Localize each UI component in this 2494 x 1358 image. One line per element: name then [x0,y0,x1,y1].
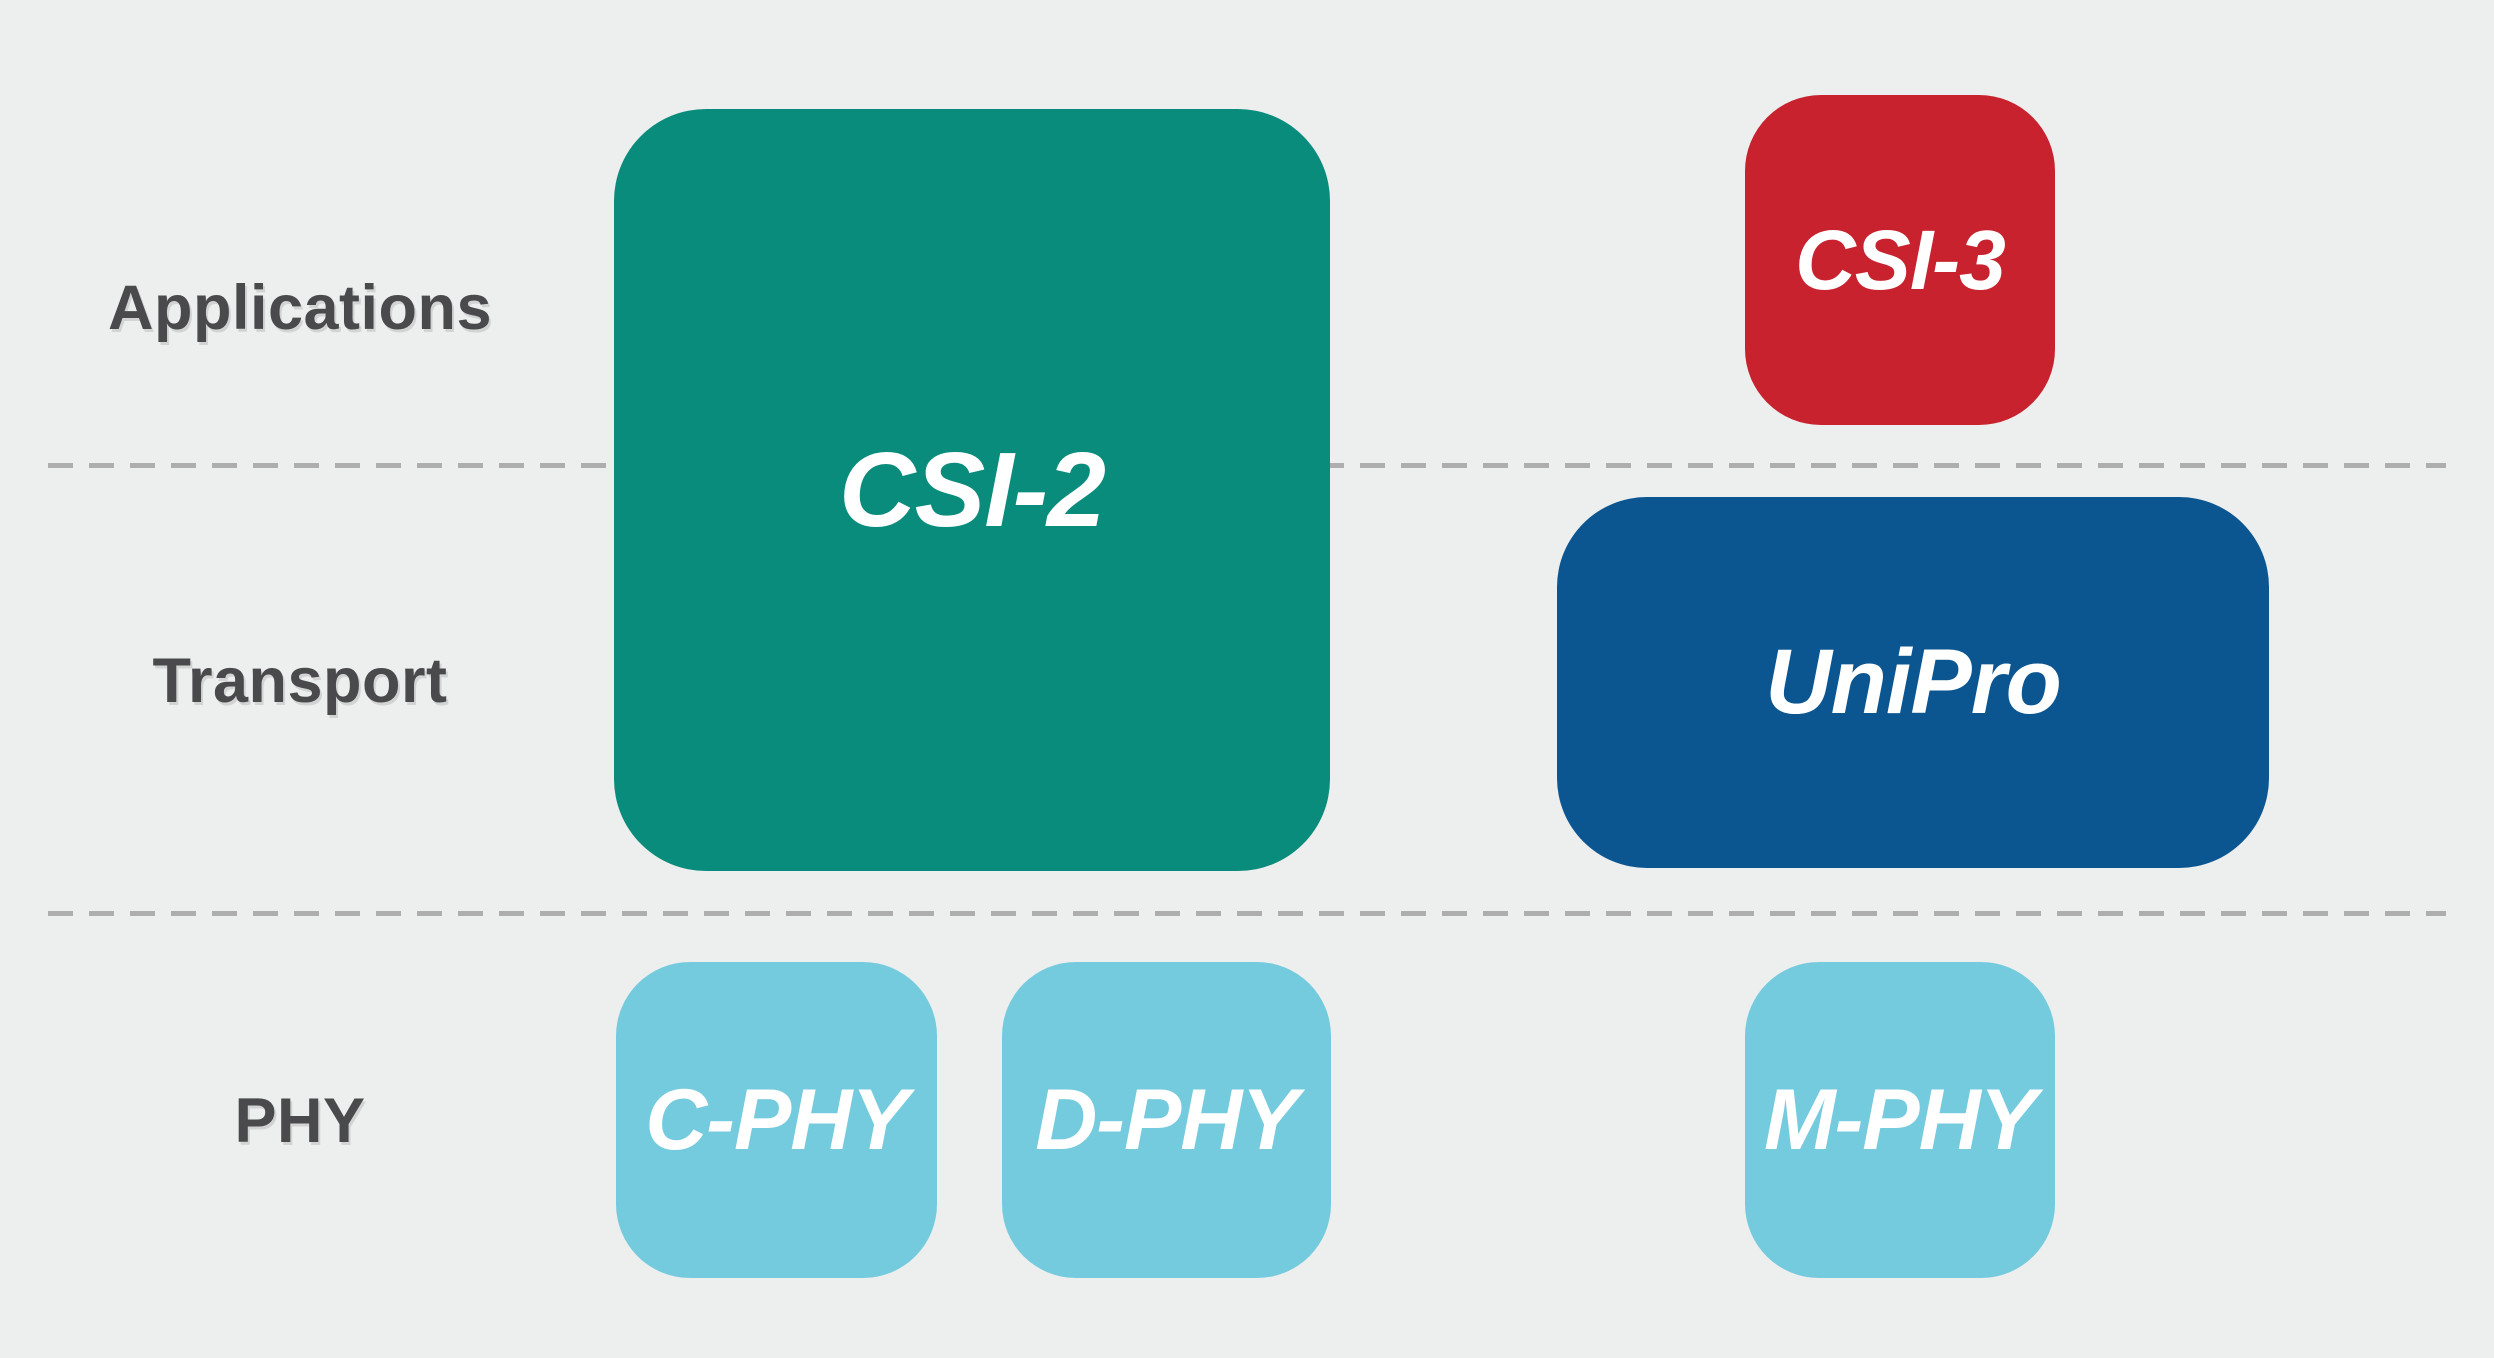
box-unipro-label: UniPro [1765,631,2062,733]
box-dphy-label: D-PHY [1035,1071,1299,1168]
box-csi2-label: CSI-2 [839,430,1106,549]
box-csi3: CSI-3 [1745,95,2055,425]
box-csi2: CSI-2 [614,109,1330,871]
layer-label-phy: PHY [234,1086,366,1156]
box-cphy: C-PHY [616,962,937,1278]
box-dphy: D-PHY [1002,962,1331,1278]
box-mphy: M-PHY [1745,962,2055,1278]
layer-label-applications: Applications [107,273,493,343]
box-csi3-label: CSI-3 [1795,212,2006,307]
box-unipro: UniPro [1557,497,2269,868]
divider-transport-phy [48,911,2446,916]
box-cphy-label: C-PHY [645,1071,909,1168]
layer-label-transport: Transport [152,646,448,716]
box-mphy-label: M-PHY [1763,1071,2037,1168]
